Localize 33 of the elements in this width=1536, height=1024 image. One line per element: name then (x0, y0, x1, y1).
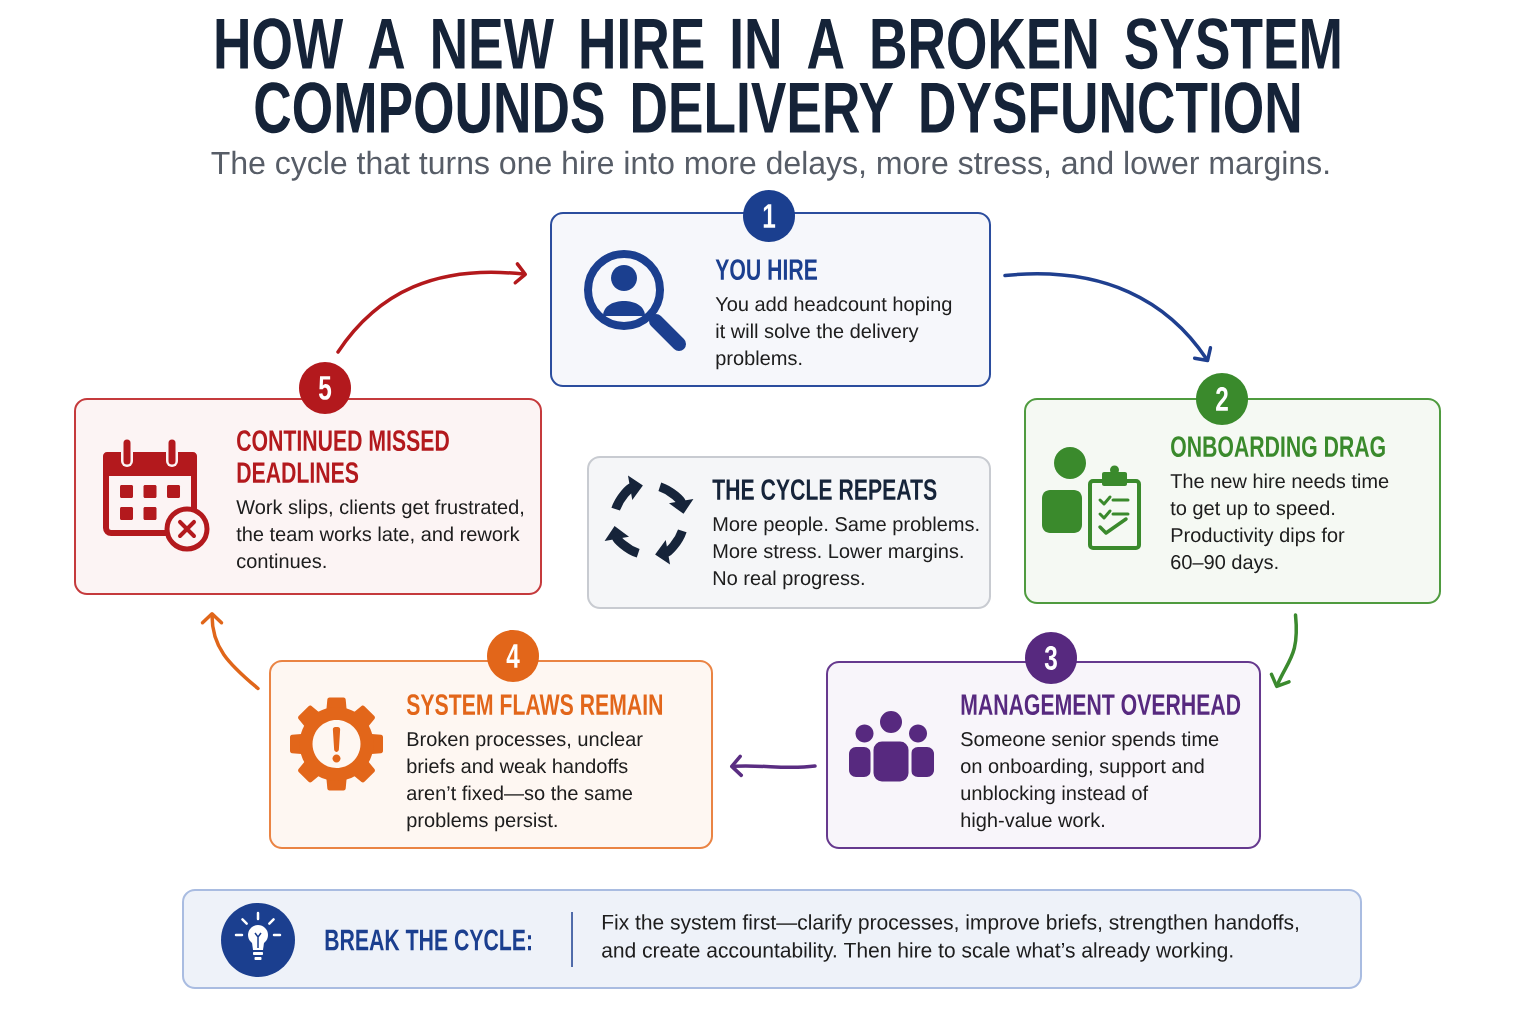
subtitle: The cycle that turns one hire into more delays, more stress, and lower margins. (211, 150, 1329, 181)
arrow (730, 754, 817, 778)
arrow (1003, 272, 1213, 363)
arrow (336, 262, 527, 354)
info-box (587, 456, 991, 609)
banner-heading: BREAK THE CYCLE: (325, 929, 531, 951)
card-text: Someone senior spends time on onboarding, support and unblocking instead of high-value work. (961, 731, 1219, 832)
arrow (1269, 613, 1299, 689)
card-heading: MANAGEMENT OVERHEAD (961, 694, 1241, 716)
number-badge: 4 (487, 630, 539, 682)
step-card (1024, 373, 1441, 604)
card-text: The new hire needs time to get up to speed. Productivity dips for 60–90 days. (1170, 473, 1389, 574)
step-card (550, 190, 991, 387)
card-text: Work slips, clients get frustrated, the team works late, and rework continues. (236, 499, 523, 569)
card-text: Broken processes, unclear briefs and weak handoffs aren’t fixed—so the same problems persist. (407, 731, 643, 832)
card-heading: ONBOARDING DRAG (1171, 436, 1385, 458)
number-badge: 2 (1196, 373, 1248, 425)
number-badge: 1 (743, 190, 795, 242)
card-text: More people. Same problems. More stress. Lower margins. No real progress. (713, 516, 979, 590)
card-heading: THE CYCLE REPEATS (712, 479, 937, 501)
card-text: You add headcount hoping it will solve the delivery problems. (715, 296, 952, 370)
number-badge: 5 (299, 362, 351, 414)
title: HOW A NEW HIRE IN A BROKEN SYSTEM COMPOUNDS DELIVERY DYSFUNCTION (216, 18, 1340, 134)
card-heading: CONTINUED MISSED DEADLINES (237, 430, 449, 484)
card-heading: SYSTEM FLAWS REMAIN (406, 694, 662, 716)
card-heading: YOU HIRE (715, 259, 818, 281)
arrow (200, 612, 260, 691)
step-card (826, 632, 1261, 849)
banner-text: Fix the system first—clarify processes, improve briefs, strengthen handoffs, and create accountability. Then hire to scale what’s already working. (602, 914, 1298, 962)
number-badge: 3 (1025, 632, 1077, 684)
step-card (74, 362, 542, 595)
step-card (269, 630, 713, 849)
callout-banner (182, 889, 1362, 989)
